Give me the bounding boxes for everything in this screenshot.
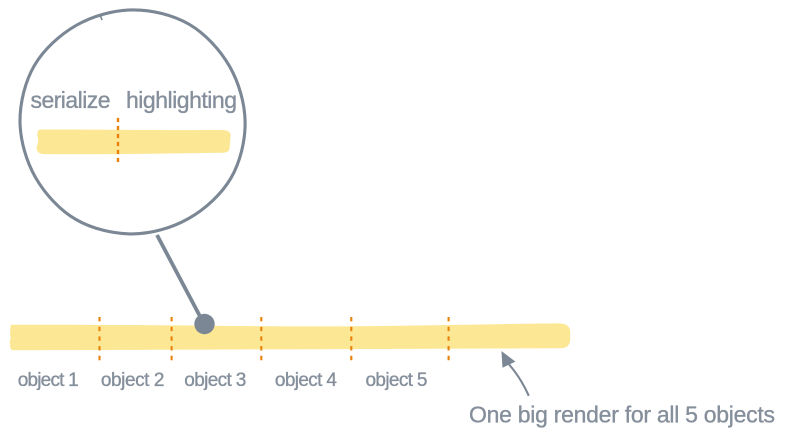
svg-text:object 3: object 3 [184, 370, 246, 391]
svg-text:highlighting: highlighting [126, 87, 237, 113]
svg-text:object 1: object 1 [18, 370, 79, 391]
svg-text:One big render for all 5 objec: One big render for all 5 objects [469, 402, 775, 428]
svg-text:object 4: object 4 [275, 370, 337, 391]
svg-text:serialize: serialize [31, 87, 111, 113]
svg-text:object 5: object 5 [366, 370, 428, 391]
svg-text:object 2: object 2 [101, 370, 164, 391]
